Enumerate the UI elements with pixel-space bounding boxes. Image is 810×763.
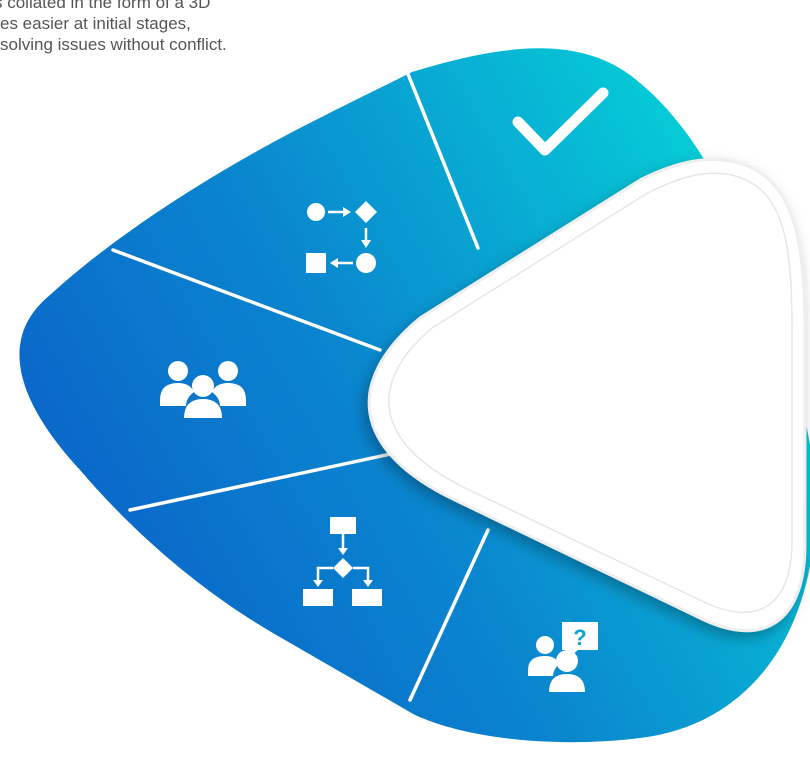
checkmark-icon [512, 87, 609, 156]
divider-line-3 [128, 450, 402, 512]
center-triangle [367, 157, 807, 633]
caption-line-3: solving issues without conflict. [0, 35, 227, 54]
divider-line-4 [408, 528, 490, 702]
caption-text: s collated in the form of a 3D es easier… [0, 0, 420, 55]
decision-flowchart-icon [303, 517, 382, 606]
segment-dividers [111, 72, 490, 702]
divider-line-2 [111, 248, 382, 352]
caption-line-2: es easier at initial stages, [0, 14, 191, 33]
caption-line-1: s collated in the form of a 3D [0, 0, 211, 12]
question-people-icon: ? [528, 622, 598, 692]
team-icon [160, 361, 246, 418]
divider-line-1 [406, 72, 480, 250]
process-flow-icon [306, 201, 377, 273]
center-triangle-inner-edge [388, 172, 793, 613]
svg-text:?: ? [573, 625, 586, 650]
